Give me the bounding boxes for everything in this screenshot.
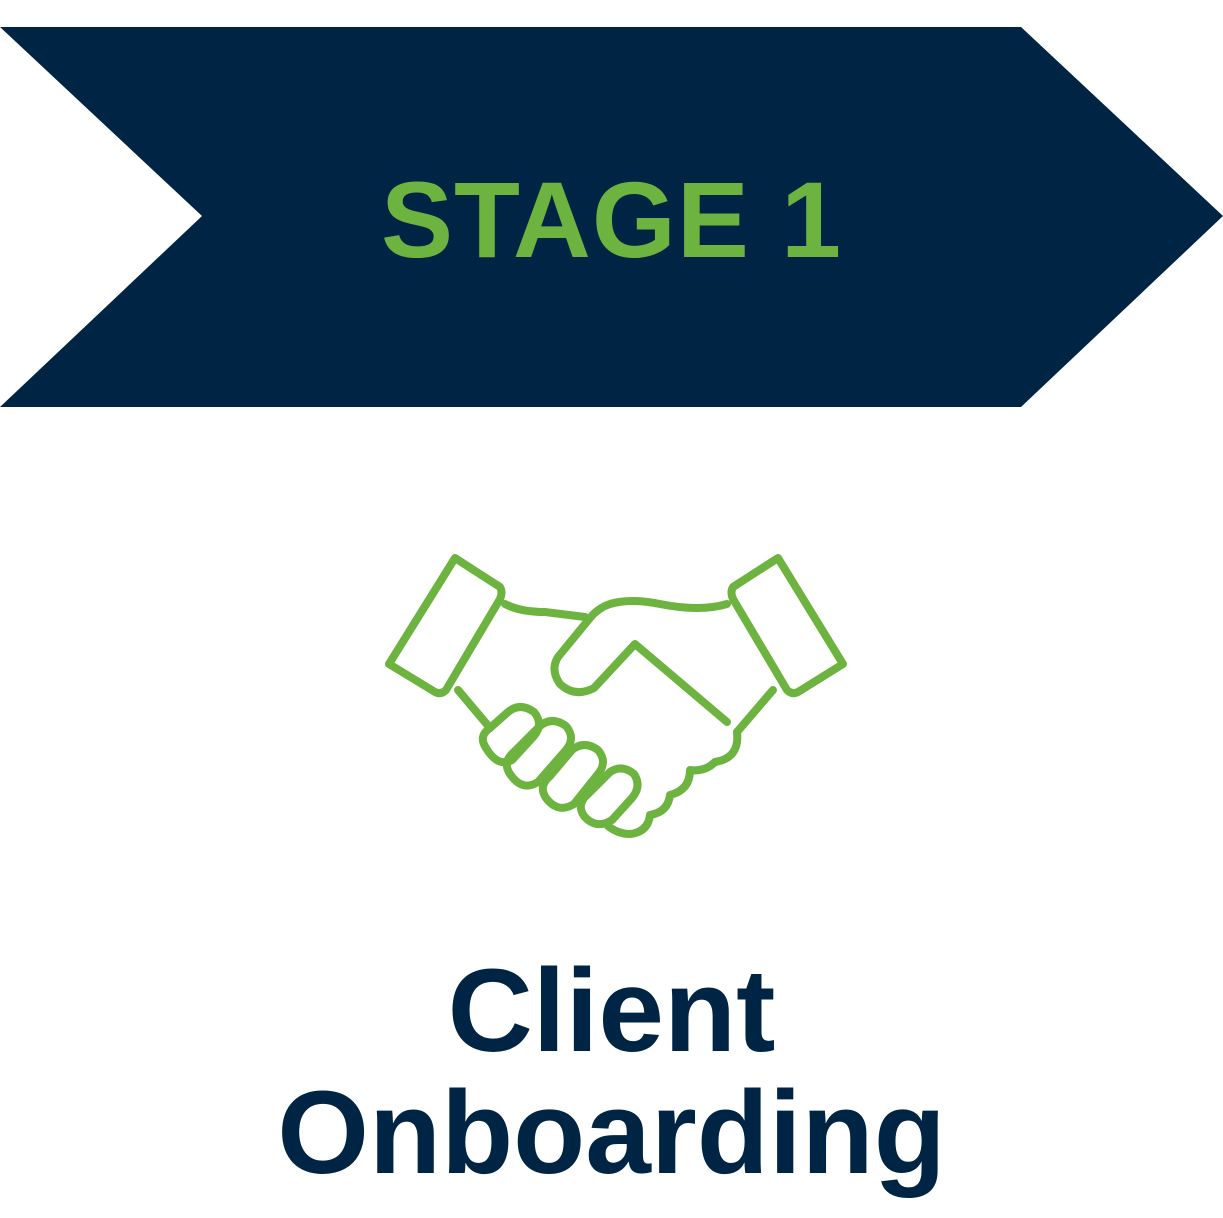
right-hand-upper bbox=[550, 597, 731, 726]
stage-banner bbox=[0, 0, 1223, 420]
right-cuff bbox=[727, 554, 847, 698]
stage-title: Client Onboarding bbox=[0, 950, 1223, 1194]
right-hand-lower bbox=[733, 686, 777, 736]
right-hand-fingers bbox=[604, 728, 742, 838]
finger-4 bbox=[576, 764, 642, 829]
left-hand-lower bbox=[454, 686, 494, 732]
title-line-2: Onboarding bbox=[277, 1067, 946, 1199]
banner-arrow-shape bbox=[0, 27, 1223, 407]
left-hand-outline bbox=[501, 600, 589, 621]
stage-label: STAGE 1 bbox=[380, 159, 843, 280]
finger-3 bbox=[538, 741, 607, 812]
finger-2 bbox=[502, 717, 575, 790]
handshake-icon bbox=[380, 548, 850, 848]
title-line-1: Client bbox=[447, 945, 776, 1077]
left-cuff bbox=[385, 554, 506, 698]
